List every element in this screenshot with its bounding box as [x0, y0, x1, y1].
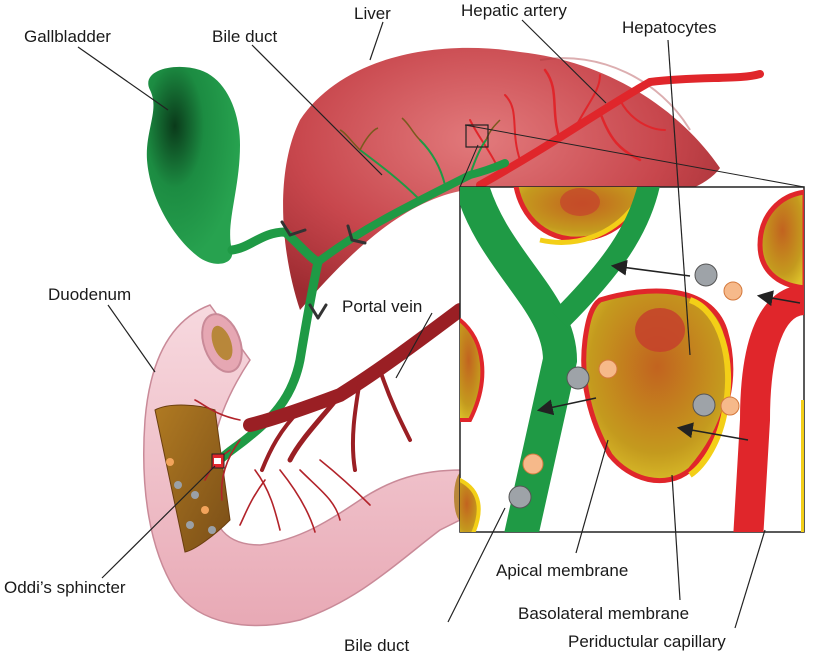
leader-lines — [77, 19, 766, 629]
magnify-box — [465, 124, 489, 148]
bile-flow-arrows — [280, 220, 367, 320]
inset-panel — [459, 124, 805, 533]
label-hepatic-artery: Hepatic artery — [461, 1, 567, 20]
transport-arrows — [536, 259, 801, 441]
label-periductular-capillary: Periductular capillary — [568, 632, 726, 651]
oddis-sphincter — [211, 453, 225, 469]
label-gallbladder: Gallbladder — [24, 27, 111, 46]
duodenum — [143, 304, 470, 627]
label-bile-duct-bottom: Bile duct — [344, 636, 409, 655]
label-duodenum: Duodenum — [48, 285, 131, 304]
label-liver: Liver — [354, 4, 391, 23]
bile-branches-brown — [339, 117, 501, 151]
label-basolateral-membrane: Basolateral membrane — [518, 604, 689, 623]
gallbladder — [146, 66, 240, 264]
transport-proteins — [508, 263, 743, 509]
label-apical-membrane: Apical membrane — [496, 561, 628, 580]
portal-vein — [243, 303, 467, 472]
label-bile-duct-top: Bile duct — [212, 27, 277, 46]
label-hepatocytes: Hepatocytes — [622, 18, 717, 37]
duodenum-transporters — [166, 458, 216, 534]
labels: Gallbladder Bile duct Liver Hepatic arte… — [4, 1, 726, 655]
label-oddis-sphincter: Oddi’s sphincter — [4, 578, 126, 597]
label-portal-vein: Portal vein — [342, 297, 422, 316]
